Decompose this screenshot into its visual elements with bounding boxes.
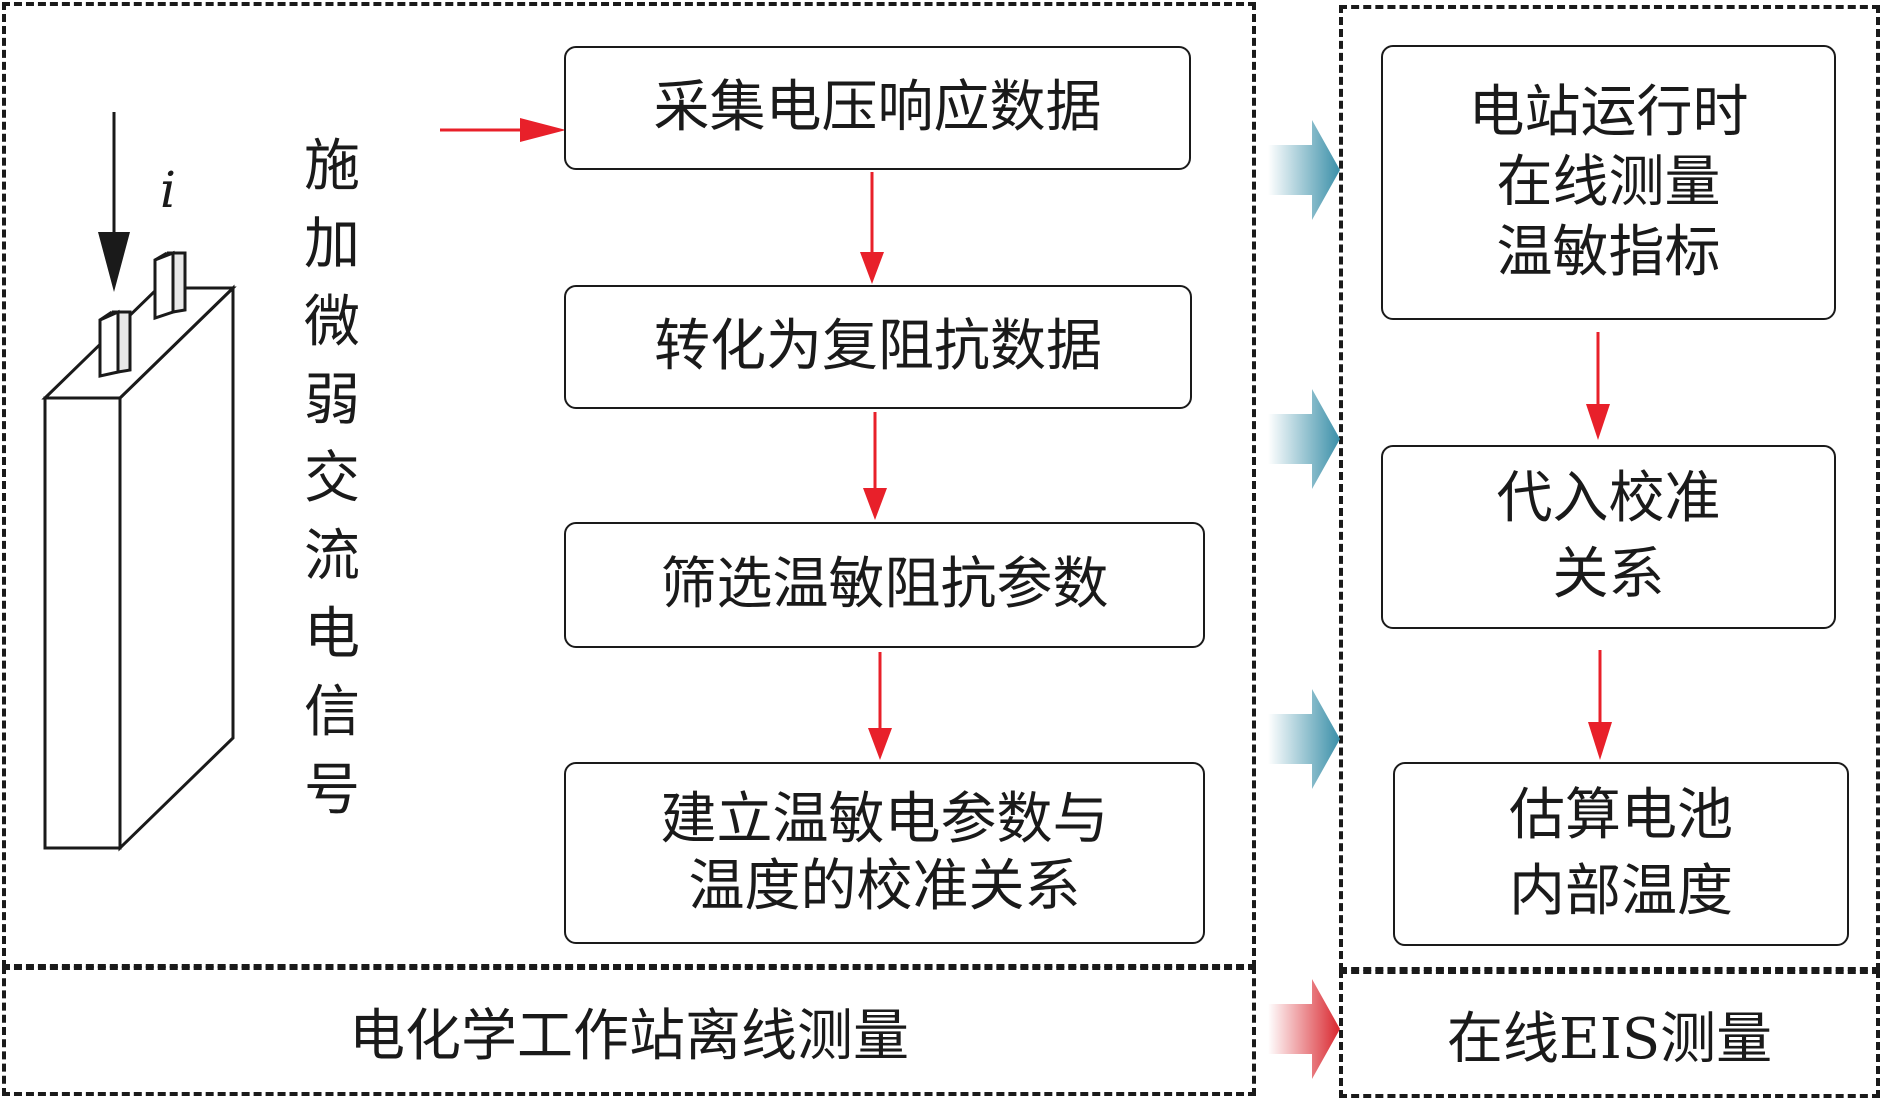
- footer-transfer-arrow-icon: [1268, 979, 1340, 1079]
- current-arrow-icon: [98, 112, 130, 292]
- step-build-calibration: 建立温敏电参数与 温度的校准关系: [564, 762, 1205, 944]
- transfer-arrow-icon: [1268, 389, 1340, 489]
- battery-terminal-icon: [153, 250, 187, 321]
- offline-footer-label: 电化学工作站离线测量: [349, 1003, 909, 1069]
- step-estimate-temperature: 估算电池 内部温度: [1393, 762, 1849, 946]
- online-footer-label: 在线EIS测量: [1446, 1006, 1773, 1072]
- signal-text: 施加微弱交流电信号: [304, 134, 360, 823]
- online-measurement-region: [1339, 5, 1880, 971]
- transfer-arrow-icon: [1268, 689, 1340, 789]
- transfer-arrow-icon: [1268, 120, 1340, 220]
- step-label: 估算电池 内部温度: [1509, 783, 1733, 924]
- step-online-measure: 电站运行时 在线测量 温敏指标: [1381, 45, 1836, 320]
- step-label: 采集电压响应数据: [653, 75, 1102, 141]
- signal-arrow-icon: [440, 118, 566, 142]
- flow-arrow-icon: [860, 172, 884, 284]
- step-label: 代入校准 关系: [1496, 466, 1721, 607]
- flow-arrow-icon: [863, 412, 887, 520]
- battery-terminal-icon: [98, 309, 132, 378]
- step-label: 电站运行时 在线测量 温敏指标: [1468, 79, 1749, 285]
- step-collect-voltage-response: 采集电压响应数据: [564, 46, 1191, 170]
- flow-arrow-icon: [868, 652, 892, 760]
- step-label: 转化为复阻抗数据: [654, 314, 1102, 380]
- step-label: 建立温敏电参数与 温度的校准关系: [660, 786, 1109, 919]
- online-footer-region: [1339, 970, 1880, 1098]
- step-apply-calibration: 代入校准 关系: [1381, 445, 1836, 629]
- battery-icon: [41, 250, 237, 852]
- step-convert-impedance: 转化为复阻抗数据: [564, 285, 1192, 409]
- step-screen-parameters: 筛选温敏阻抗参数: [564, 522, 1205, 648]
- current-label: i: [160, 161, 176, 219]
- step-label: 筛选温敏阻抗参数: [660, 552, 1109, 618]
- flow-arrow-icon: [1588, 650, 1612, 760]
- offline-footer-region: [2, 966, 1256, 1096]
- flow-arrow-icon: [1586, 332, 1610, 440]
